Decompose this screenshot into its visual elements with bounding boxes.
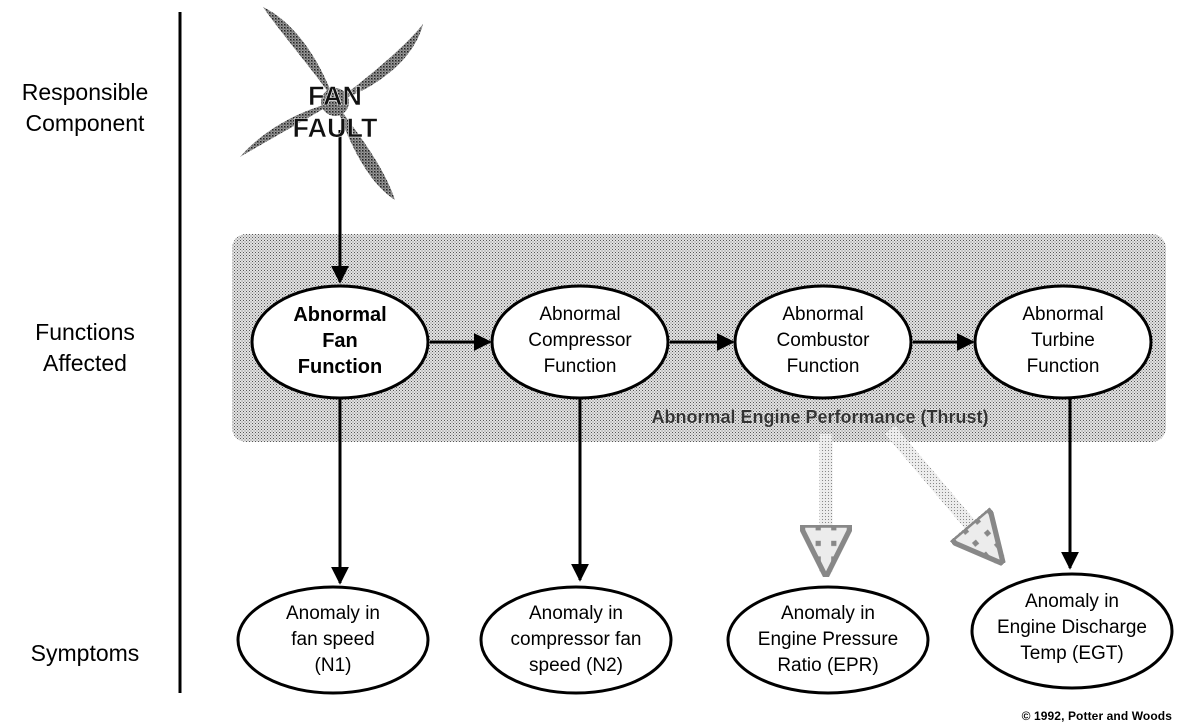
function-label-turbine: Abnormal Turbine Function: [1022, 304, 1104, 377]
function-label-combustor: Abnormal Combustor Function: [776, 304, 870, 377]
symptom-label-n2: Anomaly in compressor fan speed (N2): [510, 603, 642, 676]
function-ellipse-turbine: [973, 284, 1153, 400]
copyright-notice: © 1992, Potter and Woods: [1021, 709, 1172, 723]
group-label: Abnormal Engine Performance (Thrust): [651, 407, 988, 427]
function-label-fan: Abnormal Fan Function: [293, 304, 387, 378]
arrow-group-to-egt: [885, 425, 1000, 560]
row-label-functions: Functions Affected: [35, 319, 135, 376]
symptom-ellipse-n2: [479, 585, 673, 695]
row-label-symptoms: Symptoms: [30, 640, 140, 666]
function-ellipse-combustor: [733, 284, 913, 400]
fan-fault-icon: [240, 7, 423, 200]
fan-fault-label: FAN FAULT: [292, 81, 378, 144]
row-label-responsible: Responsible Component: [21, 79, 149, 136]
symptom-ellipse-epr: [726, 585, 930, 695]
function-label-compressor: Abnormal Compressor Function: [528, 304, 632, 377]
symptom-label-epr: Anomaly in Engine Pressure Ratio (EPR): [757, 603, 899, 676]
symptom-label-n1: Anomaly in fan speed (N1): [286, 603, 380, 676]
symptom-ellipse-n1: [236, 585, 430, 695]
engine-performance-group: [232, 234, 1166, 442]
symptom-ellipse-egt: [970, 572, 1174, 690]
symptom-label-egt: Anomaly in Engine Discharge Temp (EGT): [997, 591, 1147, 664]
